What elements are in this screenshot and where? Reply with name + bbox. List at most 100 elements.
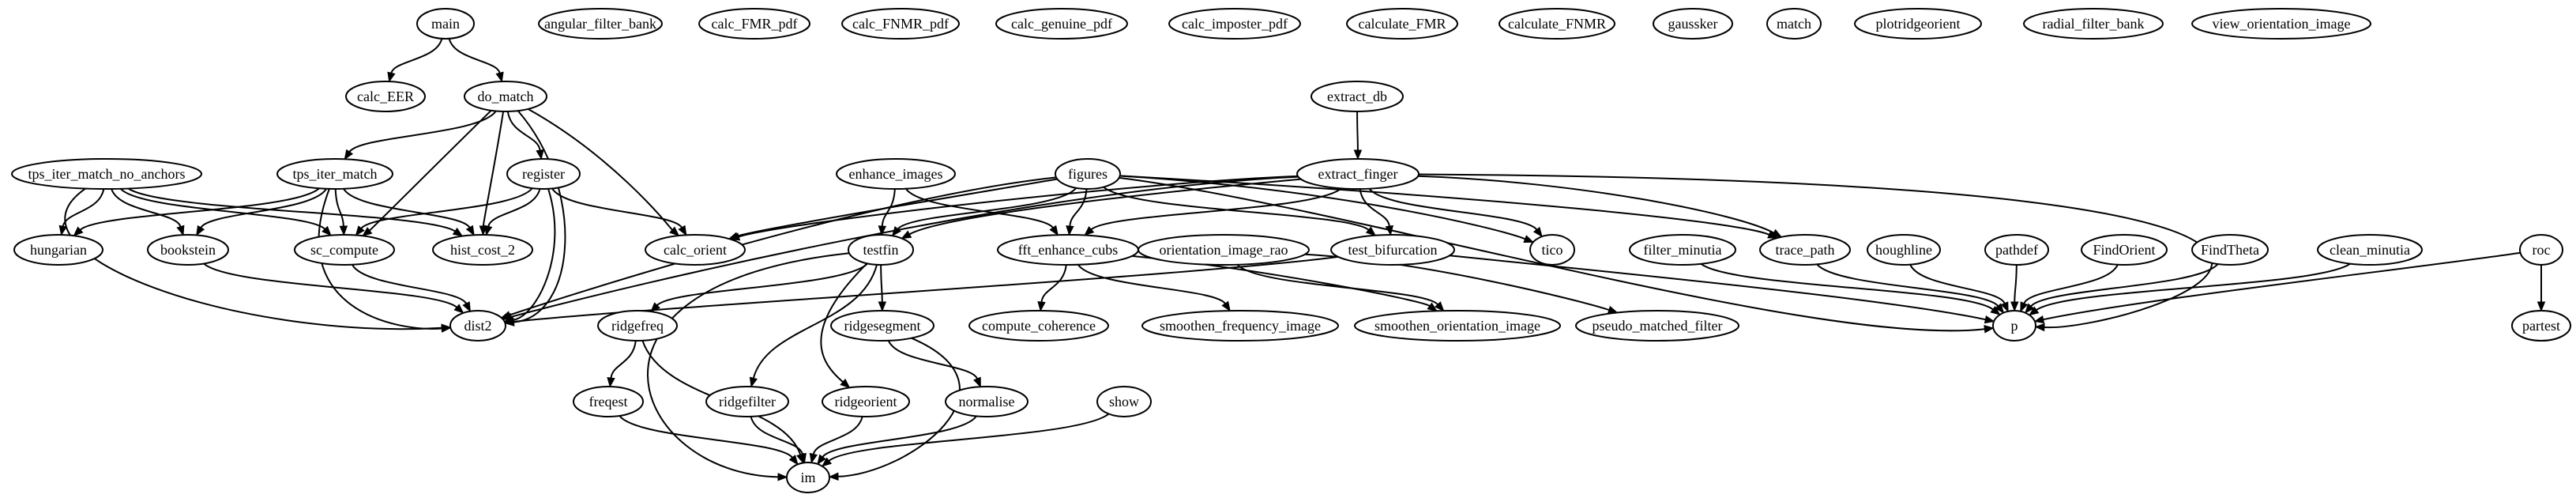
edge-line <box>369 110 492 232</box>
edge-line <box>551 187 683 228</box>
edge-line <box>656 262 869 307</box>
edge-do_match-to-dist2 <box>504 110 566 326</box>
node-label: view_orientation_image <box>2213 16 2351 32</box>
arrowhead <box>73 226 84 237</box>
arrowhead <box>1049 225 1059 236</box>
edge-extract_db-to-extract_finger <box>1353 111 1363 160</box>
edge-line <box>812 416 863 455</box>
arrowhead <box>1984 315 1995 324</box>
node-orientation-image-rao: orientation_image_rao <box>1138 234 1310 266</box>
arrowhead <box>817 454 826 466</box>
node-label: angular_filter_bank <box>544 16 656 32</box>
edge-figures-to-fft_enhance_cubs <box>1066 188 1088 236</box>
node-fft-enhance-cubs: fft_enhance_cubs <box>997 234 1139 266</box>
arrowhead <box>1984 325 1995 334</box>
node-label: calc_FMR_pdf <box>712 16 798 32</box>
edge-line <box>837 337 961 477</box>
node-shape <box>1992 310 2036 342</box>
arrowhead <box>441 324 452 333</box>
edge-ridgeorient-to-im <box>809 416 863 464</box>
node-label: tps_iter_match <box>293 166 378 182</box>
node-label: trace_path <box>1776 242 1835 258</box>
node-shape <box>2519 234 2563 266</box>
node-label: radial_filter_bank <box>2043 16 2145 32</box>
node-label: show <box>1109 394 1139 410</box>
edge-line <box>62 188 105 227</box>
edge-line <box>2036 262 2351 311</box>
edge-do_match-to-tps_iter_match <box>344 110 497 160</box>
node-enhance-images: enhance_images <box>836 158 956 190</box>
node-shape <box>841 8 960 40</box>
node-calc-genuine-pdf: calc_genuine_pdf <box>995 8 1128 40</box>
node-label: calc_EER <box>357 89 414 104</box>
edge-extract_finger-to-test_bifurcation <box>1359 188 1394 236</box>
arrowhead <box>452 227 464 237</box>
arrowhead <box>809 452 818 464</box>
edge-line <box>2014 264 2018 303</box>
node-shape <box>13 234 103 266</box>
node-shape <box>276 158 393 190</box>
edge-line <box>750 416 803 455</box>
edge-extract_finger-to-trace_path <box>1418 175 1783 238</box>
arrowhead <box>669 226 680 236</box>
node-shape <box>822 386 910 417</box>
edge-register-to-sc_compute <box>355 187 533 236</box>
node-shape <box>698 8 810 40</box>
node-shape <box>705 386 789 417</box>
node-shape <box>432 234 533 266</box>
arrowhead <box>798 452 807 464</box>
node-shape <box>1168 8 1301 40</box>
node-label: calc_genuine_pdf <box>1011 16 1112 32</box>
node-shape <box>1529 234 1575 266</box>
node-label: orientation_image_rao <box>1160 242 1288 258</box>
node-label: im <box>800 470 815 485</box>
node-label: FindTheta <box>2201 242 2259 258</box>
edge-line <box>828 413 1110 462</box>
node-label: ridgeorient <box>835 394 897 410</box>
node-label: figures <box>1068 166 1107 182</box>
edge-line <box>610 340 637 379</box>
edge-line <box>1103 186 1370 231</box>
edge-main-to-do_match <box>448 38 504 83</box>
node-label: calc_FNMR_pdf <box>852 16 949 32</box>
edge-extract_finger-to-tico <box>1368 188 1543 238</box>
arrowhead <box>362 227 373 237</box>
edge-line <box>513 188 556 321</box>
arrowhead <box>821 457 833 467</box>
edge-testfin-to-ridgeorient <box>820 262 868 389</box>
node-shape <box>968 310 1109 342</box>
node-shape <box>848 234 914 266</box>
node-label: plotridgeorient <box>1876 16 1961 32</box>
node-shape <box>2191 234 2269 266</box>
edge-clean_minutia-to-p <box>2028 262 2351 316</box>
node-label: calc_orient <box>664 242 727 258</box>
node-testfin: testfin <box>848 234 914 266</box>
arrowhead <box>828 472 839 481</box>
node-shape <box>1759 234 1851 266</box>
node-shape <box>449 310 506 342</box>
edge-orientation_image_rao-to-smoothen_orientation_image <box>1236 264 1445 312</box>
node-shape <box>2317 234 2423 266</box>
node-label: normalise <box>959 394 1015 410</box>
arrowhead <box>322 225 332 236</box>
node-shape <box>345 81 426 112</box>
edge-line <box>1119 175 1770 236</box>
node-shape <box>995 8 1128 40</box>
node-p: p <box>1992 310 2036 342</box>
edge-line <box>1418 175 1774 234</box>
edge-FindOrient-to-p <box>2020 264 2119 313</box>
edge-test_bifurcation-to-p <box>1449 255 1995 324</box>
edge-do_match-to-calc_orient <box>528 108 680 236</box>
node-shape <box>1346 8 1458 40</box>
node-label: calculate_FNMR <box>1508 16 1606 32</box>
arrowhead <box>465 225 475 236</box>
edge-line <box>1236 264 1438 305</box>
node-label: test_bifurcation <box>1348 242 1438 258</box>
node-hungarian: hungarian <box>13 234 103 266</box>
edge-line <box>1359 188 1390 227</box>
edge-line <box>200 188 327 228</box>
node-label: filter_minutia <box>1644 242 1722 258</box>
arrowhead <box>749 376 758 388</box>
arrowhead <box>1427 302 1438 312</box>
